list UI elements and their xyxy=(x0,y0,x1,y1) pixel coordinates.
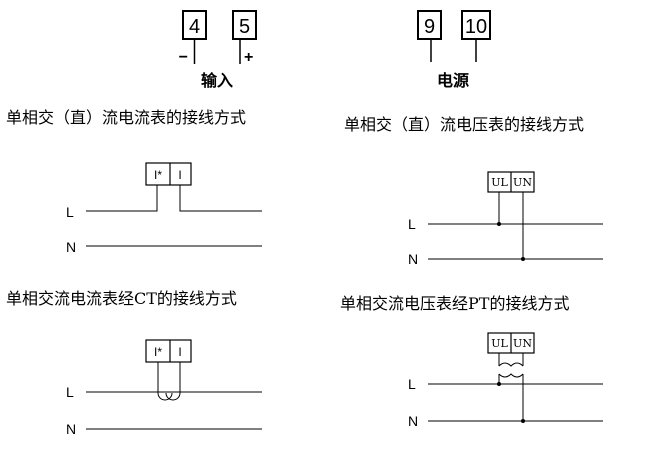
input-terminal-group: 4 5 − + 输入 xyxy=(179,10,257,90)
line-label-l: L xyxy=(408,376,416,392)
section-title: 单相交流电流表经CT的接线方式 xyxy=(6,289,237,308)
section-title: 单相交（直）流电压表的接线方式 xyxy=(344,115,584,134)
pt-coil-lower xyxy=(498,373,524,378)
line-label-n: N xyxy=(408,413,418,429)
terminal-label-i: I xyxy=(178,345,181,359)
terminal-box-5 xyxy=(232,10,257,40)
terminal-label-10: 10 xyxy=(465,16,487,38)
terminal-label-i-star: I* xyxy=(154,168,162,182)
line-label-l: L xyxy=(408,216,416,232)
junction-dot xyxy=(497,222,501,226)
junction-dot xyxy=(521,257,525,261)
terminal-label-9: 9 xyxy=(424,16,435,38)
section-dc-voltage: 单相交（直）流电压表的接线方式 UL UN L N xyxy=(344,115,603,267)
ct-coil xyxy=(157,362,173,401)
ct-coil xyxy=(165,362,181,401)
junction-dot xyxy=(521,419,525,423)
terminal-label-ul: UL xyxy=(491,337,508,350)
terminal-box-9 xyxy=(417,10,442,40)
meter-terminal-block xyxy=(145,162,192,186)
terminal-label-i: I xyxy=(178,168,181,182)
terminal-label-4: 4 xyxy=(189,16,200,38)
line-l-in xyxy=(86,185,158,212)
terminal-label-ul: UL xyxy=(491,176,508,189)
junction-dot xyxy=(497,382,501,386)
meter-terminal-block xyxy=(145,339,192,363)
line-label-l: L xyxy=(66,204,74,220)
section-ct-current: 单相交流电流表经CT的接线方式 I* I L N xyxy=(6,289,262,437)
terminal-box-10 xyxy=(461,10,491,40)
plus-sign: + xyxy=(244,49,253,66)
line-label-n: N xyxy=(66,239,76,255)
line-l-out xyxy=(179,185,262,212)
terminal-label-un: UN xyxy=(513,337,532,350)
section-title: 单相交流电压表经PT的接线方式 xyxy=(340,294,569,313)
line-label-l: L xyxy=(66,384,74,400)
section-title: 单相交（直）流电流表的接线方式 xyxy=(6,108,246,127)
power-terminal-group: 9 10 电源 xyxy=(417,10,491,90)
section-pt-voltage: 单相交流电压表经PT的接线方式 UL UN L N xyxy=(340,294,603,429)
section-dc-current: 单相交（直）流电流表的接线方式 I* I L N xyxy=(6,108,262,255)
terminal-label-un: UN xyxy=(513,176,532,189)
terminal-label-i-star: I* xyxy=(154,345,162,359)
terminal-box-4 xyxy=(182,10,207,40)
minus-sign: − xyxy=(179,49,188,66)
power-label: 电源 xyxy=(437,71,469,90)
line-label-n: N xyxy=(408,251,418,267)
terminal-label-5: 5 xyxy=(239,16,250,38)
input-label: 输入 xyxy=(201,71,233,90)
pt-coil-upper xyxy=(498,362,524,367)
line-label-n: N xyxy=(66,421,76,437)
